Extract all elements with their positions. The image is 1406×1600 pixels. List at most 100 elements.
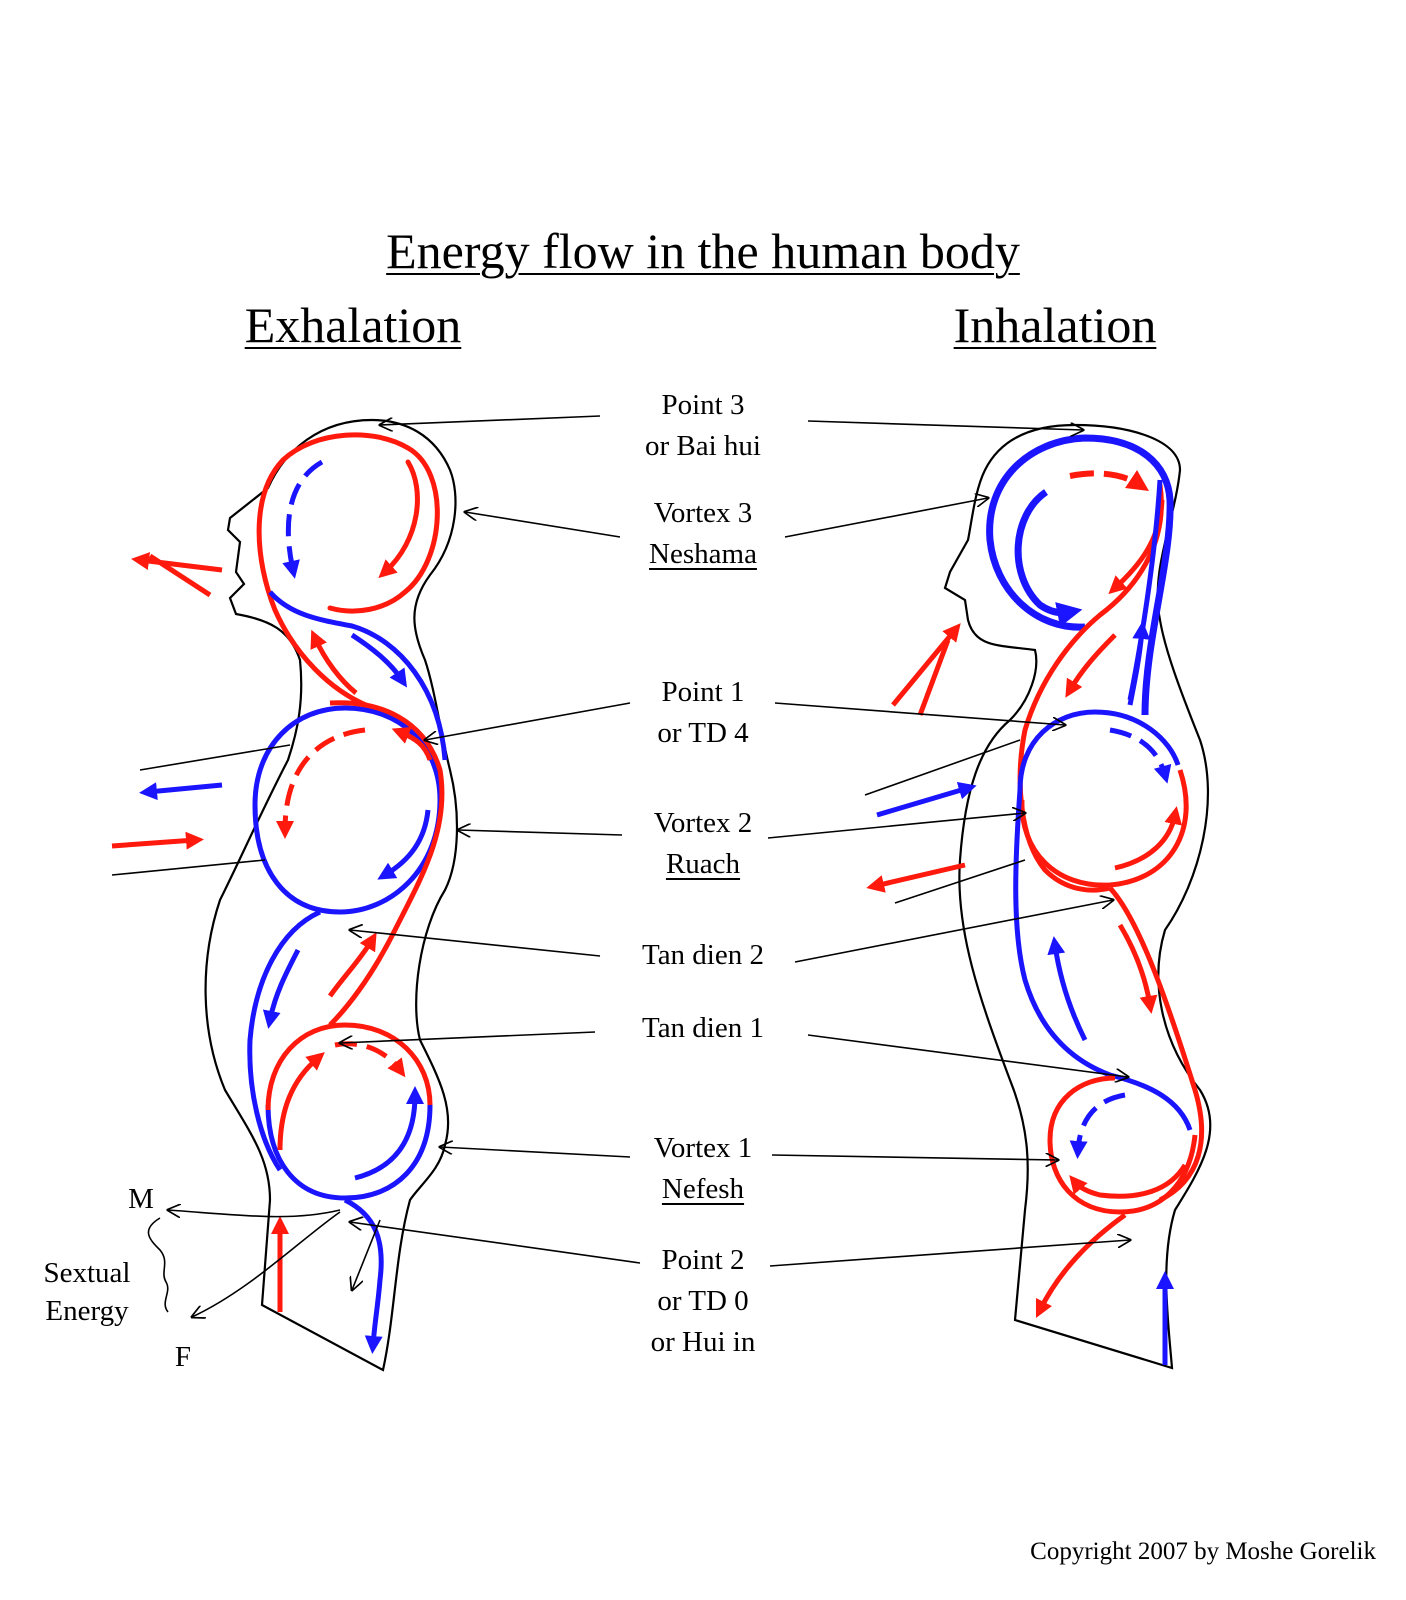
- label-point1: Point 1 or TD 4: [600, 672, 806, 754]
- leader-vortex1-left: [440, 1147, 631, 1158]
- inhalation-red-mouth-arrow-lower: [917, 639, 951, 716]
- sextual-down-line: [352, 1219, 381, 1290]
- label-point1-line1: Point 1: [661, 676, 745, 708]
- label-point2-line1: Point 2: [661, 1244, 745, 1276]
- leader-tandien2-left: [350, 930, 601, 957]
- label-tandien2: Tan dien 2: [600, 935, 806, 976]
- sextual-female-line: [192, 1211, 341, 1317]
- exhalation-red-neck-arrow: [310, 629, 358, 695]
- label-vortex3-name: Neshama: [649, 538, 757, 570]
- exhalation-chest-lines: [111, 744, 291, 876]
- copyright-notice: Copyright 2007 by Moshe Gorelik: [1030, 1538, 1376, 1565]
- label-point2-line2: or TD 0: [657, 1285, 749, 1317]
- sextual-energy-line2: Energy: [45, 1295, 129, 1327]
- leader-vortex1-right: [771, 1155, 1058, 1160]
- inhalation-blue-chest-loop: [1017, 709, 1181, 791]
- label-tandien2-text: Tan dien 2: [642, 939, 764, 971]
- inhalation-red-down-leg: [1035, 1212, 1127, 1319]
- label-vortex2-name: Ruach: [665, 848, 741, 880]
- label-point3-line2: or Bai hui: [645, 430, 761, 462]
- label-point2: Point 2 or TD 0 or Hui in: [600, 1240, 806, 1363]
- sextual-energy-label: Sextual Energy: [22, 1254, 152, 1330]
- exhalation-red-dashed-lower: [334, 1041, 406, 1078]
- label-tandien1: Tan dien 1: [600, 1008, 806, 1049]
- exhalation-body-outline: [204, 418, 459, 1372]
- exhalation-blue-dashed-head: [282, 459, 324, 579]
- inhalation-blue-inner-head-arrow: [1014, 489, 1083, 627]
- sextual-male-label: M: [128, 1183, 154, 1215]
- leader-tandien1-left: [340, 1031, 596, 1043]
- exhalation-red-abdomen-arrow: [327, 932, 377, 998]
- label-point3: Point 3 or Bai hui: [600, 385, 806, 467]
- inhalation-blue-dashed-lower: [1069, 1092, 1126, 1159]
- sextual-male-line: [168, 1210, 341, 1217]
- exhalation-heading: Exhalation: [244, 297, 462, 353]
- leader-point3-left: [380, 415, 601, 425]
- exhalation-blue-abdomen: [247, 909, 322, 1172]
- exhalation-red-mouth-arrow: [131, 552, 223, 573]
- leader-point2-left: [350, 1222, 641, 1264]
- exhalation-red-mouth-arrow-lower: [148, 553, 212, 598]
- label-point3-line1: Point 3: [661, 389, 745, 421]
- inhalation-blue-neck-line: [1127, 479, 1163, 701]
- exhalation-red-dashed-chest: [276, 727, 366, 839]
- exhalation-blue-neck-arrow: [350, 632, 407, 688]
- leader-point1-right: [774, 702, 1065, 725]
- exhalation-blue-lower-arrow: [354, 1086, 424, 1181]
- inhalation-body-outline: [943, 423, 1212, 1370]
- label-vortex1: Vortex 1 Nefesh: [600, 1128, 806, 1210]
- inhalation-blue-left-spine: [1013, 789, 1193, 1131]
- label-vortex1-line1: Vortex 1: [653, 1132, 753, 1164]
- exhalation-red-chest-arrow: [391, 726, 433, 761]
- inhalation-red-spine-arrow: [1117, 923, 1158, 1014]
- label-point2-line3: or Hui in: [650, 1326, 756, 1358]
- label-tandien1-text: Tan dien 1: [642, 1012, 764, 1044]
- label-vortex2: Vortex 2 Ruach: [600, 803, 806, 885]
- diagram-title: Energy flow in the human body: [386, 223, 1020, 279]
- inhalation-blue-spine-arrow: [1047, 936, 1088, 1042]
- inhalation-red-chest-arrow: [1114, 806, 1183, 871]
- inhalation-red-right-spine: [1108, 886, 1204, 1203]
- label-vortex3: Vortex 3 Neshama: [600, 493, 806, 575]
- sextual-female-label: F: [174, 1341, 192, 1373]
- inhalation-red-dashed-head: [1069, 470, 1149, 491]
- inhalation-red-out-arrow: [866, 862, 966, 893]
- leader-point2-right: [769, 1240, 1130, 1267]
- leader-vortex3-left: [465, 512, 621, 538]
- inhalation-red-neck-arrow: [1065, 633, 1117, 698]
- exhalation-figure: [111, 418, 459, 1372]
- label-point1-line2: or TD 4: [657, 717, 749, 749]
- sextual-energy-line1: Sextual: [43, 1257, 131, 1289]
- inhalation-red-neck: [1017, 484, 1164, 893]
- label-vortex2-line1: Vortex 2: [653, 807, 753, 839]
- exhalation-red-head-loop: [256, 432, 440, 709]
- inhalation-heading: Inhalation: [953, 297, 1157, 353]
- leader-vortex3-right: [784, 498, 988, 538]
- leader-point3-right: [807, 420, 1083, 430]
- label-vortex1-name: Nefesh: [661, 1173, 745, 1205]
- exhalation-blue-lower-loop: [265, 1104, 433, 1201]
- inhalation-blue-head-loop: [986, 434, 1174, 716]
- exhalation-blue-chest-loop: [252, 705, 443, 915]
- inhalation-red-chest-loop: [1019, 769, 1189, 888]
- inhalation-chest-lines: [864, 739, 1026, 904]
- exhalation-blue-neck: [268, 590, 448, 761]
- exhalation-red-lower-arrow: [277, 1052, 325, 1151]
- exhalation-blue-abdomen-arrow: [262, 948, 301, 1029]
- inhalation-red-lower-arrow: [1069, 1163, 1188, 1199]
- label-vortex3-line1: Vortex 3: [653, 497, 753, 529]
- sextual-wave: [147, 1217, 169, 1313]
- exhalation-red-in-arrow: [111, 831, 204, 850]
- inhalation-blue-dashed-chest: [1109, 727, 1172, 784]
- exhalation-blue-down-leg: [343, 1197, 384, 1354]
- leader-tandien2-right: [794, 900, 1113, 963]
- exhalation-blue-out-arrow: [139, 782, 223, 801]
- exhalation-red-chest-s: [328, 700, 445, 1027]
- exhalation-red-lower-loop: [265, 1022, 433, 1111]
- leader-vortex2-left: [458, 830, 623, 835]
- inhalation-blue-in-arrow: [876, 781, 977, 818]
- exhalation-blue-chest-arrow: [377, 809, 431, 880]
- leader-lines: [340, 415, 1130, 1267]
- inhalation-red-lower-loop: [1047, 1075, 1198, 1215]
